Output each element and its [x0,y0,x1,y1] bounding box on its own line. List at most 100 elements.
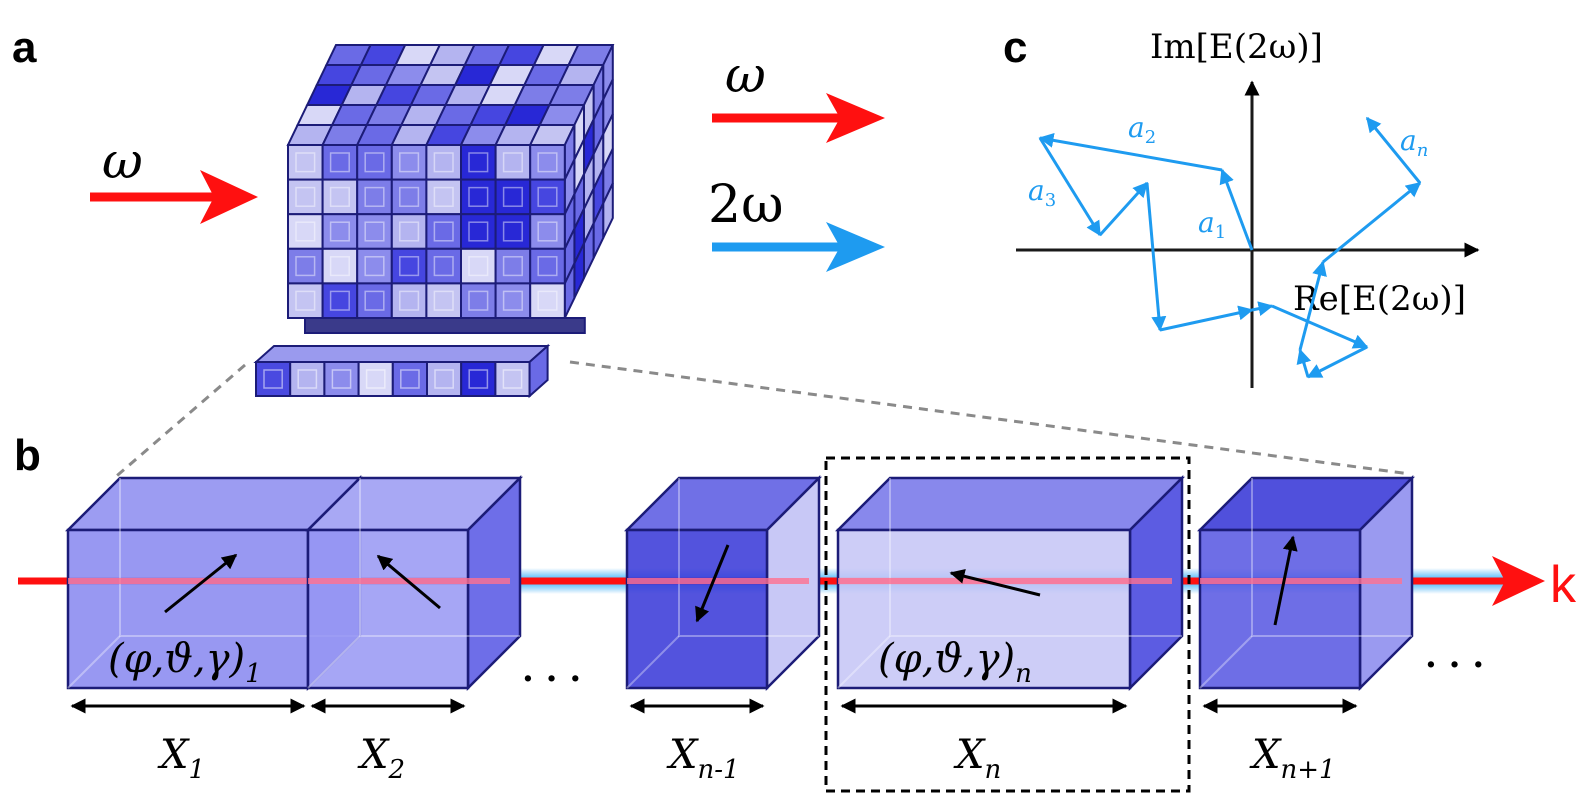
crystal-cell-inner [295,256,316,277]
crystal-cell-front [287,213,324,250]
crystal-cell-front [529,144,566,181]
crystal-cell-front [425,247,462,285]
block-hidden-edge [67,635,121,689]
crystal-cell-inner [537,256,558,277]
crystal-cell-front [529,178,566,216]
crystal-cell-inner [295,221,316,242]
crystal-cell-inner [502,221,523,242]
row-cell-inner [331,369,352,389]
phasor-label-a1: a1 [1198,206,1226,243]
phasor-vector [1251,301,1274,317]
row-cell [289,361,326,397]
phasor-vector [1322,181,1422,264]
block-front-face [1198,528,1362,690]
crystal-cell-front [356,247,393,285]
crystal-cell-front [356,282,393,319]
crystal-cell-front [460,178,497,216]
orientation-arrow [1273,535,1298,626]
output-fundamental-label: ω [725,46,766,104]
crystal-cell-front [529,213,566,250]
crystal-cell-inner [468,152,489,173]
crystal-cell-front [356,144,393,181]
phasor-vector [1038,132,1223,172]
im-axis-label: Im[E(2ω)] [1150,27,1323,67]
crystal-cell-inner [468,256,489,277]
crystal-cell-inner [364,256,385,277]
crystal-cell-inner [399,256,420,277]
crystal-cell-front [494,178,532,216]
phasor-vector [1298,260,1327,351]
phasor-vector [1306,345,1368,379]
row-cell-inner [297,369,318,389]
crystal-cell-front [390,144,428,181]
crystal-cell-inner [364,186,385,207]
crystal-cell-front [460,213,497,250]
phasor-chain [1038,116,1422,379]
block-hidden-edge [307,635,361,689]
row-cell-inner [502,369,523,389]
crystal-cell-inner [399,186,420,207]
length-label: Xn-1 [666,732,740,785]
crystal-cell-inner [329,256,350,277]
crystal-cell-inner [433,256,454,277]
phasor-vector [1145,182,1167,332]
crystal-cell-front [287,178,324,216]
crystal-cell-front [529,247,566,285]
row-cell-inner [400,369,420,389]
crystal-cell-inner [468,221,489,242]
ellipsis-1: · · · [522,659,581,699]
crystal-cell-front [287,144,324,181]
orientation-arrow [164,553,238,614]
phasor-vector [1159,305,1254,332]
crystal-cell-inner [502,186,523,207]
length-label: Xn [953,732,1001,785]
panel-label-c: c [1003,23,1027,72]
crystal-cell-front [494,247,532,285]
crystal-cell-inner [399,221,420,242]
crystal-cell-inner [433,290,454,311]
crystal-cell-front [390,213,428,250]
crystal-gap-ledge [304,317,586,334]
crystal-block-3: Xn-1 [623,474,823,785]
crystal-cell-inner [468,186,489,207]
crystal-cell-front [494,144,532,181]
crystal-row [253,343,551,399]
block-hidden-edge [626,635,680,689]
input-frequency-label: ω [102,132,143,190]
phasor-vector [1296,348,1312,378]
crystal-cell-inner [364,221,385,242]
output-harmonic-beam [712,222,885,272]
block-front-face [625,528,769,690]
crystal-cell-inner [433,186,454,207]
crystal-cell-front [321,247,359,285]
crystal-cell-inner [537,221,558,242]
crystal-cell-inner [537,290,558,311]
highlight-box [824,456,1191,793]
block-hidden-edge [678,478,819,637]
crystal-cell-front [425,282,462,319]
crystal-cell-inner [295,290,316,311]
length-label: Xn+1 [1249,732,1336,785]
crystal-cell-front [460,247,497,285]
block-hidden-edge [889,478,1182,637]
row-cell-inner [365,369,386,389]
orientation-label: (φ,ϑ,γ)n [878,636,1032,689]
output-fundamental-beam [712,93,885,143]
row-cell [357,361,394,397]
crystal-cell-inner [329,221,350,242]
length-label: X2 [357,732,405,785]
crystal-cell-inner [537,152,558,173]
output-harmonic-label: 2ω [708,175,784,235]
block-hidden-edge [1251,478,1412,637]
orientation-arrow [949,568,1041,597]
crystal-cell-front [287,282,324,319]
row-cell [391,361,428,397]
crystal-cell-front [425,144,462,181]
crystal-cell-front [321,282,359,319]
row-top [253,345,551,363]
orientation-label: (φ,ϑ,γ)1 [108,636,262,689]
phasor-vector [1271,304,1369,349]
orientation-arrow [376,554,441,610]
row-cell-inner [263,369,283,389]
crystal-cell-front [321,144,359,181]
